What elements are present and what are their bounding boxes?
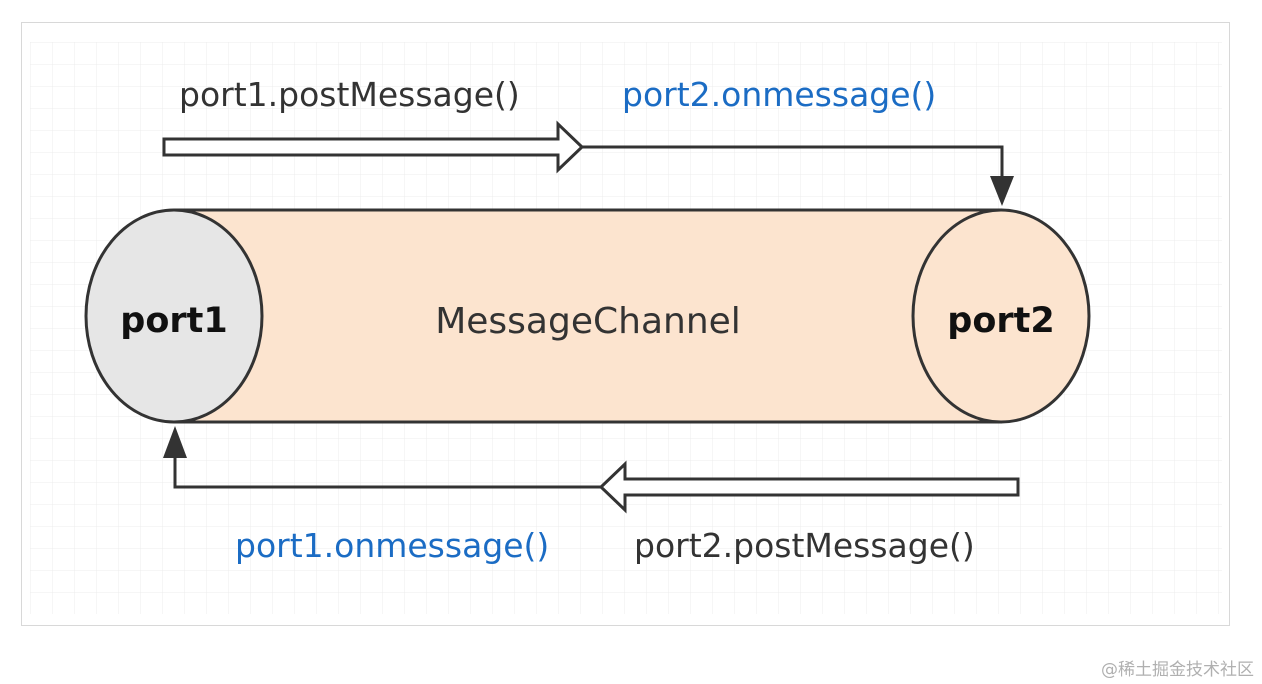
port2-ellipse [911, 208, 1091, 424]
watermark: @稀土掘金技术社区 [1101, 660, 1254, 680]
connector-bottom [173, 456, 601, 489]
connector-top [582, 145, 1004, 178]
arrowhead-into-port1 [163, 426, 187, 458]
label-port2-onmessage: port2.onmessage() [622, 75, 936, 114]
label-port2-postmessage: port2.postMessage() [634, 526, 975, 565]
label-port1-onmessage: port1.onmessage() [235, 526, 549, 565]
channel-body [174, 210, 1002, 422]
channel-label: MessageChannel [435, 301, 741, 342]
port1-label: port1 [120, 301, 227, 341]
port1-ellipse [84, 208, 264, 424]
label-port1-postmessage: port1.postMessage() [179, 75, 520, 114]
post-arrow-bottom [598, 460, 1020, 514]
port2-label: port2 [947, 301, 1054, 341]
arrowhead-into-port2 [990, 176, 1014, 206]
post-arrow-top [162, 120, 585, 174]
